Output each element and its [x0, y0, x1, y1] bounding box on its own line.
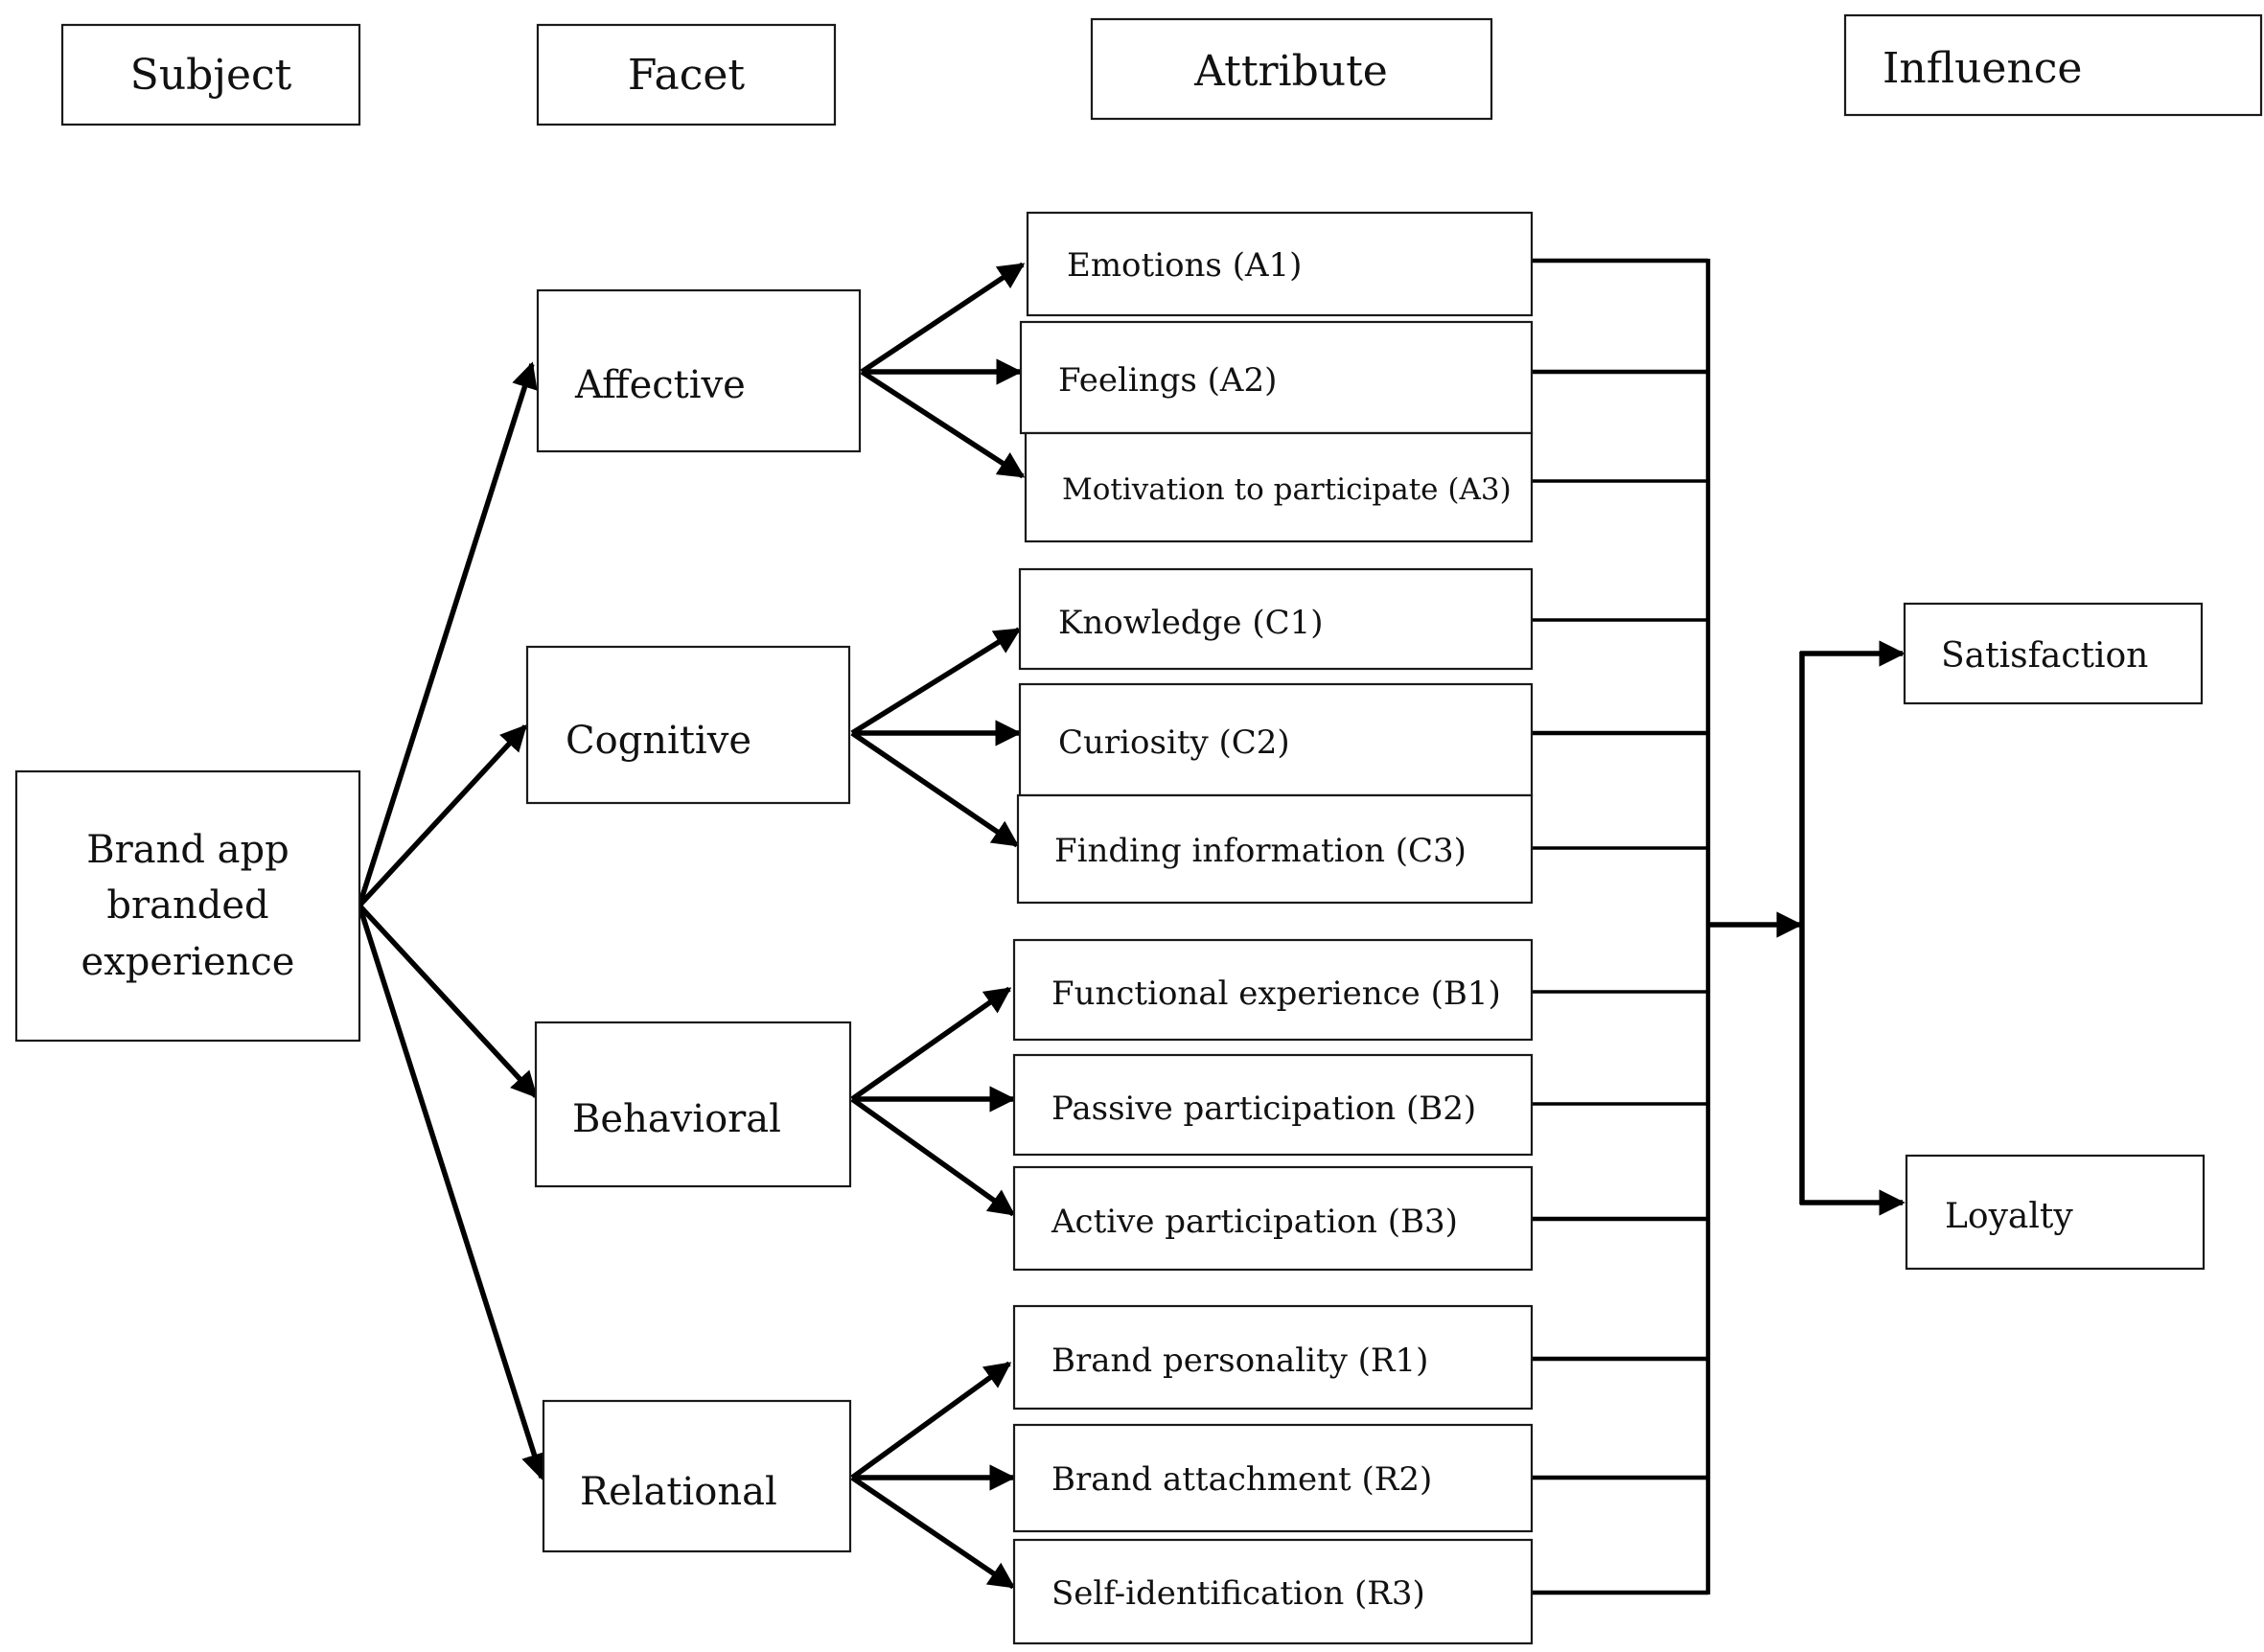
arrow-affective-a3	[860, 369, 1026, 479]
attribute-connectors	[1532, 258, 1711, 1595]
arrow-subject-behavioral	[357, 904, 539, 1099]
header-facet: Facet	[536, 23, 837, 126]
attribute-r2-label: Brand attachment (R2)	[1051, 1460, 1432, 1499]
arrow-subject-relational	[357, 905, 547, 1480]
attribute-b1: Functional experience (B1)	[1012, 938, 1534, 1042]
attribute-c1-label: Knowledge (C1)	[1058, 604, 1324, 642]
arrow-behavioral-b3	[850, 1096, 1016, 1217]
facet-behavioral-label: Behavioral	[572, 1097, 781, 1141]
attribute-b3: Active participation (B3)	[1012, 1165, 1534, 1272]
influence-satisfaction: Satisfaction	[1903, 602, 2204, 705]
attribute-b2: Passive participation (B2)	[1012, 1053, 1534, 1157]
header-attribute-label: Attribute	[1193, 47, 1388, 96]
attribute-a1-label: Emotions (A1)	[1067, 246, 1302, 285]
facet-cognitive-label: Cognitive	[566, 719, 751, 763]
arrow-cognitive-c1	[850, 627, 1022, 736]
attribute-c3-label: Finding information (C3)	[1054, 832, 1467, 870]
arrow-cognitive-c3	[850, 730, 1020, 848]
facet-behavioral: Behavioral	[534, 1021, 852, 1188]
attribute-b3-label: Active participation (B3)	[1051, 1203, 1458, 1241]
header-influence-label: Influence	[1883, 44, 2082, 93]
facet-relational-label: Relational	[580, 1470, 777, 1514]
arrow-subject-affective	[357, 361, 538, 906]
attribute-c3: Finding information (C3)	[1016, 793, 1534, 905]
facet-affective-label: Affective	[574, 363, 746, 407]
attribute-r1-label: Brand personality (R1)	[1051, 1342, 1428, 1380]
attribute-r2: Brand attachment (R2)	[1012, 1423, 1534, 1533]
attribute-c2-label: Curiosity (C2)	[1058, 723, 1290, 762]
header-facet-label: Facet	[628, 51, 745, 100]
attribute-r3: Self-identification (R3)	[1012, 1538, 1534, 1645]
subject-line-3: experience	[81, 940, 295, 984]
arrow-subject-cognitive	[357, 723, 528, 907]
facet-to-attribute-arrows	[850, 262, 1026, 1590]
subject-line-1: Brand app	[86, 828, 289, 872]
subject-line-2: branded	[106, 883, 268, 928]
influence-loyalty: Loyalty	[1905, 1154, 2206, 1271]
attribute-a2-label: Feelings (A2)	[1058, 361, 1277, 400]
influence-arrows	[1708, 640, 1906, 1216]
attribute-b1-label: Functional experience (B1)	[1051, 975, 1501, 1013]
facet-cognitive: Cognitive	[525, 645, 851, 805]
arrow-behavioral-b1	[850, 986, 1012, 1102]
attribute-r3-label: Self-identification (R3)	[1051, 1574, 1425, 1613]
header-influence: Influence	[1843, 13, 2263, 117]
attribute-b2-label: Passive participation (B2)	[1051, 1090, 1476, 1128]
attribute-r1: Brand personality (R1)	[1012, 1304, 1534, 1411]
arrow-relational-r3	[850, 1475, 1016, 1590]
subject-node: Brand app branded experience	[14, 769, 361, 1043]
arrow-affective-a1	[860, 262, 1026, 375]
facet-affective: Affective	[536, 288, 862, 453]
header-subject: Subject	[60, 23, 361, 126]
attribute-a3-label: Motivation to participate (A3)	[1062, 472, 1512, 507]
attribute-c1: Knowledge (C1)	[1018, 567, 1534, 671]
influence-loyalty-label: Loyalty	[1945, 1197, 2073, 1236]
attribute-a2: Feelings (A2)	[1019, 320, 1534, 435]
header-attribute: Attribute	[1090, 17, 1493, 121]
header-subject-label: Subject	[130, 51, 292, 100]
subject-to-facet-arrows	[357, 361, 547, 1480]
facet-relational: Relational	[542, 1399, 852, 1553]
attribute-c2: Curiosity (C2)	[1018, 682, 1534, 797]
attribute-a3: Motivation to participate (A3)	[1024, 431, 1534, 543]
influence-satisfaction-label: Satisfaction	[1941, 636, 2148, 676]
arrow-relational-r1	[850, 1361, 1012, 1480]
attribute-a1: Emotions (A1)	[1026, 211, 1534, 317]
